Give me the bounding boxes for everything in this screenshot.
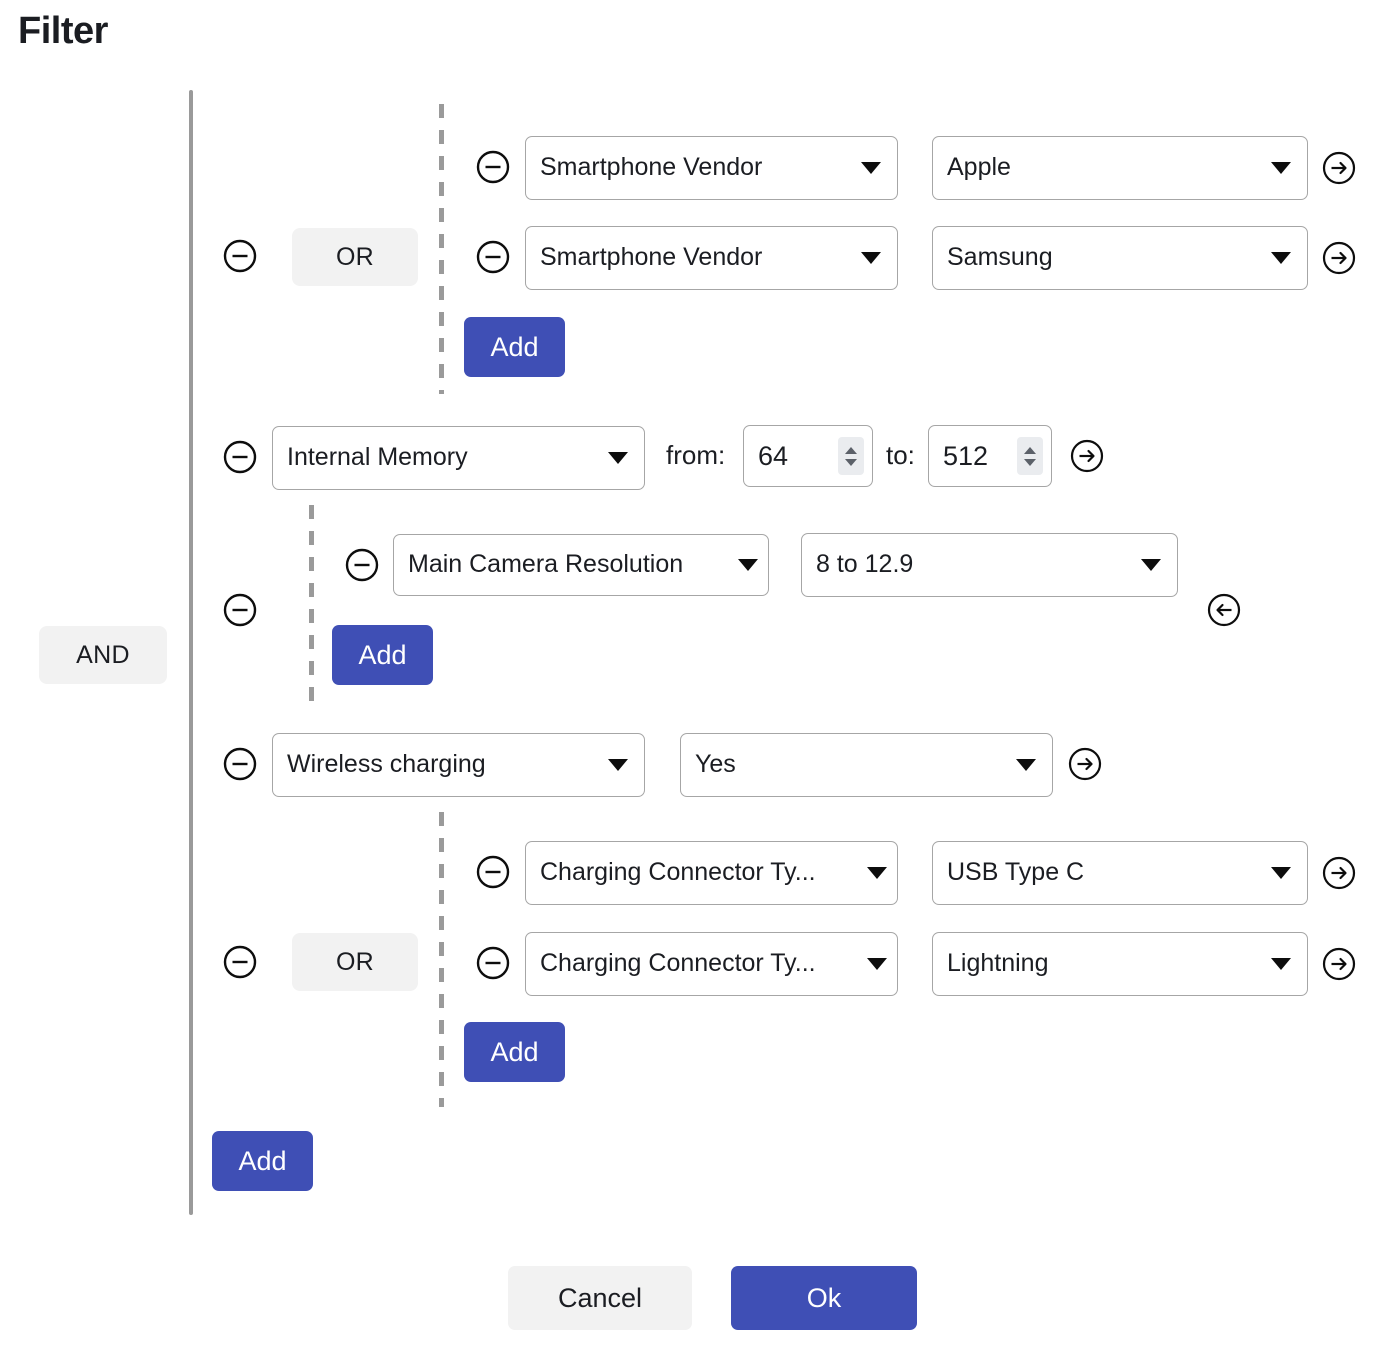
remove-group-2-button[interactable] [222, 592, 258, 628]
bool-condition-value-label: Yes [695, 751, 736, 779]
chevron-up-icon [845, 446, 857, 454]
chevron-down-icon [861, 162, 881, 174]
chevron-down-icon [845, 458, 857, 466]
condition-3-2-field-label: Charging Connector Ty... [540, 950, 816, 978]
range-to-input[interactable]: 512 [928, 425, 1052, 487]
bool-condition-action-button[interactable] [1067, 746, 1103, 782]
group-1-add-button[interactable]: Add [464, 317, 565, 377]
group-3-operator-badge[interactable]: OR [292, 933, 418, 991]
range-from-stepper[interactable] [838, 437, 864, 475]
condition-3-2-field-select[interactable]: Charging Connector Ty... [525, 932, 898, 996]
range-from-value: 64 [758, 440, 789, 471]
range-to-stepper[interactable] [1017, 437, 1043, 475]
condition-3-2-value-select[interactable]: Lightning [932, 932, 1308, 996]
root-group-rail [189, 90, 193, 1215]
chevron-down-icon [1016, 759, 1036, 771]
chevron-down-icon [867, 867, 887, 879]
minus-circle-icon [223, 945, 257, 979]
minus-circle-icon [223, 440, 257, 474]
minus-circle-icon [476, 946, 510, 980]
group-3-rail [439, 812, 444, 1107]
range-condition-field-select[interactable]: Internal Memory [272, 426, 645, 490]
minus-circle-icon [223, 593, 257, 627]
chevron-down-icon [861, 252, 881, 264]
condition-3-2-value-label: Lightning [947, 950, 1049, 978]
chevron-down-icon [1271, 867, 1291, 879]
condition-1-2-value-select[interactable]: Samsung [932, 226, 1308, 290]
group-3-add-button[interactable]: Add [464, 1022, 565, 1082]
remove-condition-1-2-button[interactable] [475, 239, 511, 275]
range-to-value: 512 [943, 440, 989, 471]
condition-3-1-value-label: USB Type C [947, 859, 1085, 887]
remove-group-1-button[interactable] [222, 238, 258, 274]
remove-condition-2-1-button[interactable] [344, 547, 380, 583]
ok-button[interactable]: Ok [731, 1266, 917, 1330]
group-1-operator-badge[interactable]: OR [292, 228, 418, 286]
arrow-right-circle-icon [1322, 856, 1356, 890]
root-operator-badge[interactable]: AND [39, 626, 167, 684]
remove-condition-1-1-button[interactable] [475, 149, 511, 185]
arrow-right-circle-icon [1322, 947, 1356, 981]
minus-circle-icon [223, 239, 257, 273]
minus-circle-icon [476, 855, 510, 889]
arrow-left-circle-icon [1207, 593, 1241, 627]
arrow-right-circle-icon [1068, 747, 1102, 781]
condition-2-1-action-button[interactable] [1206, 592, 1242, 628]
condition-1-2-action-button[interactable] [1321, 240, 1357, 276]
condition-1-1-field-select[interactable]: Smartphone Vendor [525, 136, 898, 200]
chevron-down-icon [1141, 559, 1161, 571]
range-from-label: from: [666, 440, 726, 470]
condition-1-1-action-button[interactable] [1321, 150, 1357, 186]
group-1-rail [439, 104, 444, 394]
condition-3-1-field-label: Charging Connector Ty... [540, 859, 816, 887]
range-condition-field-label: Internal Memory [287, 444, 468, 472]
condition-1-1-field-label: Smartphone Vendor [540, 154, 763, 182]
chevron-down-icon [1024, 458, 1036, 466]
root-add-button[interactable]: Add [212, 1131, 313, 1191]
range-from-input[interactable]: 64 [743, 425, 873, 487]
minus-circle-icon [476, 150, 510, 184]
arrow-right-circle-icon [1070, 439, 1104, 473]
remove-condition-3-2-button[interactable] [475, 945, 511, 981]
chevron-down-icon [738, 559, 758, 571]
condition-3-1-action-button[interactable] [1321, 855, 1357, 891]
remove-range-condition-button[interactable] [222, 439, 258, 475]
condition-2-1-field-select[interactable]: Main Camera Resolution [393, 534, 769, 596]
chevron-down-icon [1271, 252, 1291, 264]
condition-3-2-action-button[interactable] [1321, 946, 1357, 982]
condition-2-1-value-label: 8 to 12.9 [816, 551, 914, 579]
arrow-right-circle-icon [1322, 241, 1356, 275]
remove-group-3-button[interactable] [222, 944, 258, 980]
remove-condition-3-1-button[interactable] [475, 854, 511, 890]
chevron-up-icon [1024, 446, 1036, 454]
condition-2-1-value-select[interactable]: 8 to 12.9 [801, 533, 1178, 597]
chevron-down-icon [1271, 958, 1291, 970]
range-condition-action-button[interactable] [1069, 438, 1105, 474]
condition-3-1-value-select[interactable]: USB Type C [932, 841, 1308, 905]
group-2-add-button[interactable]: Add [332, 625, 433, 685]
condition-3-1-field-select[interactable]: Charging Connector Ty... [525, 841, 898, 905]
chevron-down-icon [608, 759, 628, 771]
condition-1-1-value-select[interactable]: Apple [932, 136, 1308, 200]
condition-1-2-field-label: Smartphone Vendor [540, 244, 763, 272]
condition-1-2-field-select[interactable]: Smartphone Vendor [525, 226, 898, 290]
chevron-down-icon [1271, 162, 1291, 174]
bool-condition-field-label: Wireless charging [287, 751, 486, 779]
condition-2-1-field-label: Main Camera Resolution [408, 551, 684, 579]
condition-1-2-value-label: Samsung [947, 244, 1053, 272]
minus-circle-icon [345, 548, 379, 582]
arrow-right-circle-icon [1322, 151, 1356, 185]
remove-bool-condition-button[interactable] [222, 746, 258, 782]
cancel-button[interactable]: Cancel [508, 1266, 692, 1330]
bool-condition-field-select[interactable]: Wireless charging [272, 733, 645, 797]
chevron-down-icon [608, 452, 628, 464]
page-title: Filter [18, 10, 108, 52]
group-2-rail [309, 505, 314, 707]
range-to-label: to: [886, 440, 915, 470]
minus-circle-icon [223, 747, 257, 781]
minus-circle-icon [476, 240, 510, 274]
chevron-down-icon [867, 958, 887, 970]
condition-1-1-value-label: Apple [947, 154, 1011, 182]
bool-condition-value-select[interactable]: Yes [680, 733, 1053, 797]
